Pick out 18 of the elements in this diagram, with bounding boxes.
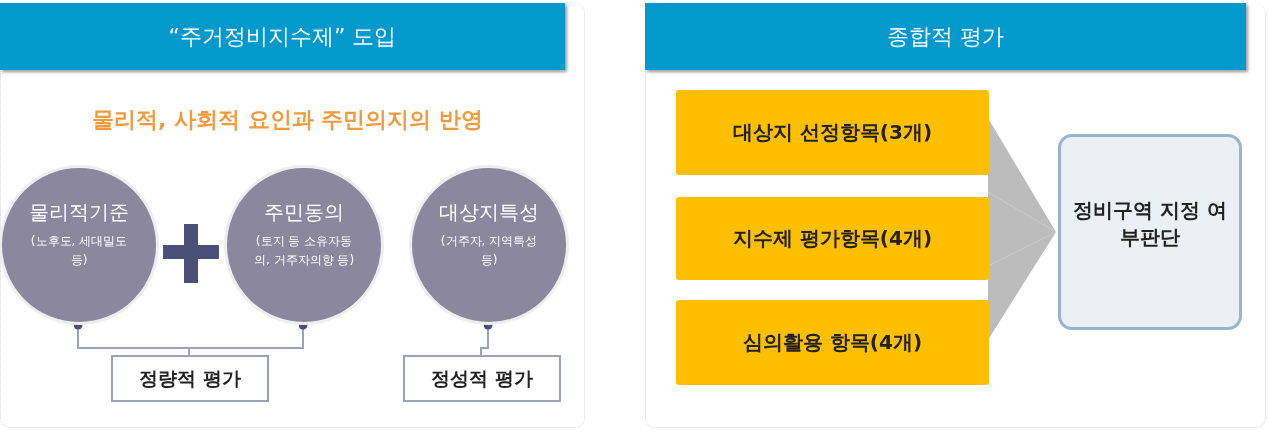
subtitle: 물리적, 사회적 요인과 주민의지의 반영 (91, 106, 484, 134)
label-box: 정량적 평가 (111, 355, 269, 402)
item-box: 대상지 선정항목(3개) (676, 90, 989, 175)
panel-header: “주거정비지수제” 도입 (0, 3, 565, 70)
chevron-arrow (988, 192, 1056, 266)
panel-header: 종합적 평가 (645, 3, 1246, 70)
circle-note: (토지 등 소유자동의, 거주자의향 등) (252, 232, 356, 269)
chevron-arrow (988, 118, 1056, 232)
circle-note: (거주자, 지역특성 등) (439, 232, 539, 269)
result-box: 정비구역 지정 여부판단 (1058, 134, 1242, 330)
item-box: 지수제 평가항목(4개) (676, 197, 989, 280)
item-box: 심의활용 항목(4개) (676, 300, 989, 385)
circle-title: 물리적기준 (29, 198, 129, 226)
circle-title: 대상지특성 (439, 198, 539, 226)
circle-note: (노후도, 세대밀도 등) (29, 232, 129, 269)
circle-title: 주민동의 (264, 198, 344, 226)
chevron-arrow (988, 232, 1056, 340)
label-box: 정성적 평가 (403, 355, 561, 402)
